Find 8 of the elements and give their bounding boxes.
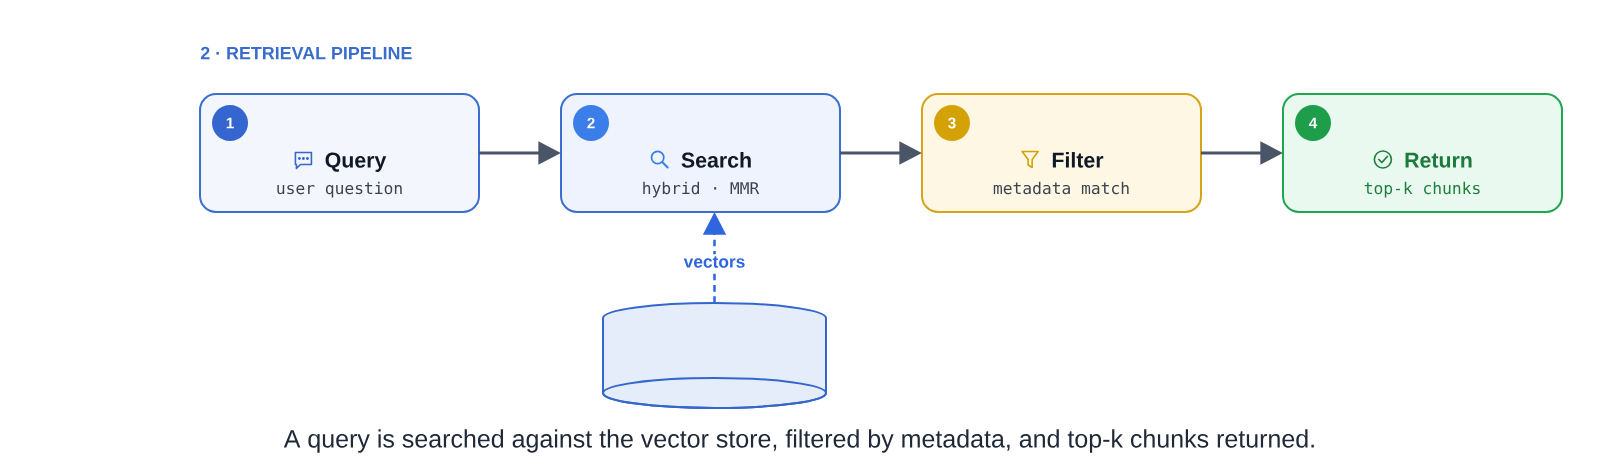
database-cylinder — [602, 302, 827, 409]
step-badge: 1 — [212, 105, 248, 141]
step-badge: 3 — [934, 105, 970, 141]
heading: 2 · RETRIEVAL PIPELINE — [200, 46, 412, 60]
step-badge: 2 — [573, 105, 609, 141]
step-badge: 4 — [1295, 105, 1331, 141]
caption: A query is searched against the vector store, filtered by metadata, and top-k chunks returned. — [283, 429, 1314, 453]
edge-label: vectors — [681, 254, 748, 270]
